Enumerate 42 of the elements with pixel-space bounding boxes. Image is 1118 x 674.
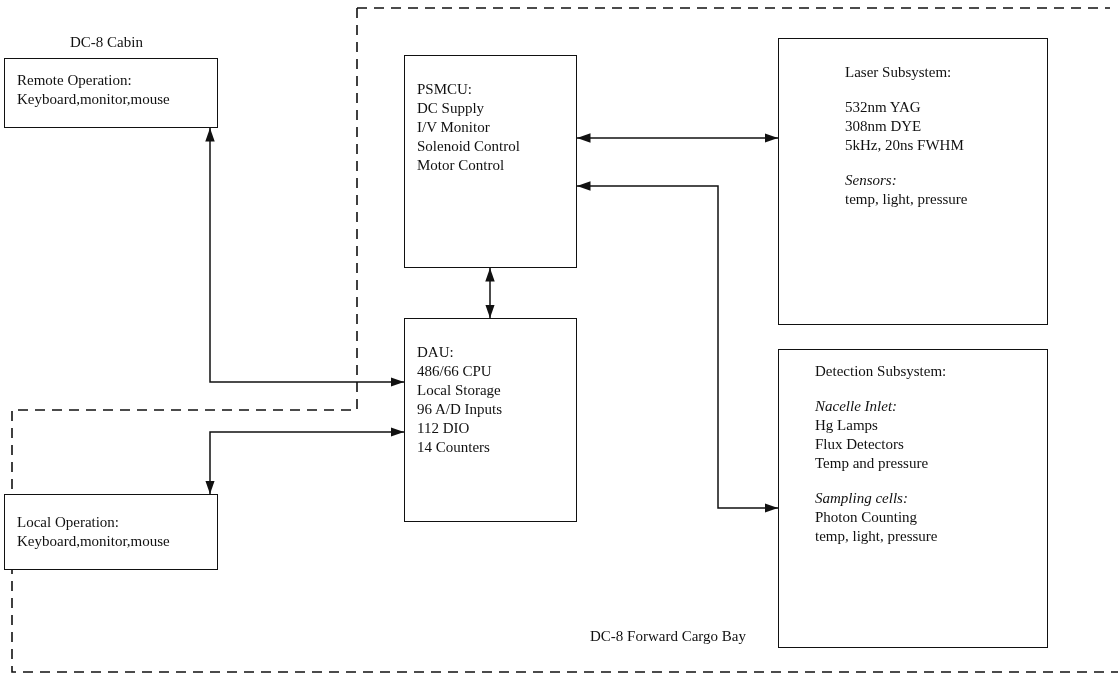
double-arrow bbox=[485, 267, 495, 319]
block-title: Remote Operation: bbox=[17, 71, 132, 90]
block-box bbox=[778, 38, 1048, 325]
block-title: PSMCU: bbox=[417, 80, 473, 99]
block-title: Local Operation: bbox=[17, 513, 120, 532]
block-text: Nacelle Inlet: bbox=[815, 397, 898, 416]
block-text: Temp and pressure bbox=[815, 454, 929, 473]
block-box bbox=[4, 58, 218, 128]
double-arrow bbox=[576, 133, 779, 143]
block-text: Photon Counting bbox=[815, 508, 918, 527]
block-box bbox=[4, 494, 218, 570]
block-text: DC Supply bbox=[417, 99, 485, 118]
block-box bbox=[404, 318, 577, 522]
block-text: 14 Counters bbox=[417, 438, 490, 457]
region-label: DC-8 Cabin bbox=[70, 34, 143, 51]
block-text: 96 A/D Inputs bbox=[417, 400, 502, 419]
block-text: I/V Monitor bbox=[417, 118, 490, 137]
block-text: Sensors: bbox=[845, 171, 897, 190]
block-text: Keyboard,monitor,mouse bbox=[17, 90, 170, 109]
block-text: 112 DIO bbox=[417, 419, 470, 438]
double-arrow bbox=[576, 181, 779, 513]
double-arrow bbox=[205, 427, 405, 495]
block-text: Hg Lamps bbox=[815, 416, 878, 435]
block-box bbox=[404, 55, 577, 268]
block-title: DAU: bbox=[417, 343, 454, 362]
block-box bbox=[778, 349, 1048, 648]
block-text: 308nm DYE bbox=[845, 117, 922, 136]
block-text: Sampling cells: bbox=[815, 489, 908, 508]
block-text: Local Storage bbox=[417, 381, 501, 400]
block-text: Keyboard,monitor,mouse bbox=[17, 532, 170, 551]
block-text: temp, light, pressure bbox=[815, 527, 938, 546]
region-label: DC-8 Forward Cargo Bay bbox=[590, 628, 746, 645]
block-text: 486/66 CPU bbox=[417, 362, 492, 381]
block-text: 532nm YAG bbox=[845, 98, 921, 117]
block-text: 5kHz, 20ns FWHM bbox=[845, 136, 964, 155]
block-title: Detection Subsystem: bbox=[815, 362, 947, 381]
block-text: Flux Detectors bbox=[815, 435, 904, 454]
double-arrow bbox=[205, 127, 405, 387]
block-text: Motor Control bbox=[417, 156, 505, 175]
block-title: Laser Subsystem: bbox=[845, 63, 952, 82]
block-text: Solenoid Control bbox=[417, 137, 520, 156]
block-text: temp, light, pressure bbox=[845, 190, 968, 209]
